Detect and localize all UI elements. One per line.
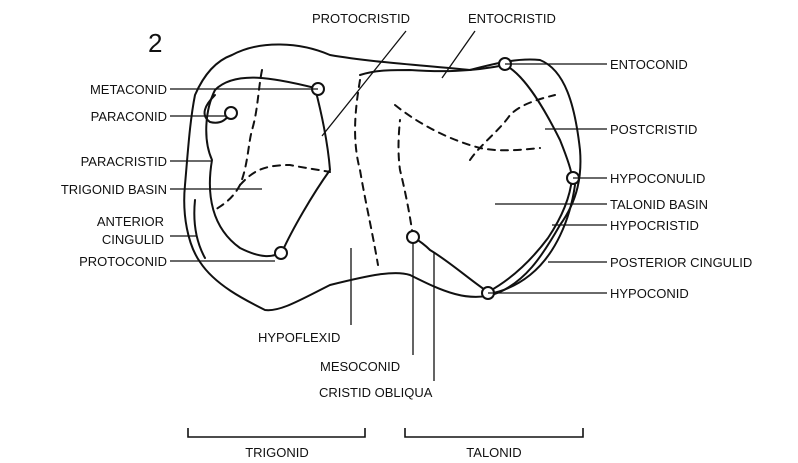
mesoconid-dashed bbox=[399, 120, 414, 237]
label-talonid-basin: TALONID BASIN bbox=[610, 197, 708, 212]
talonid-bracket bbox=[405, 428, 583, 437]
label-paracristid: PARACRISTID bbox=[81, 154, 167, 169]
entocristid-dashed bbox=[355, 80, 378, 265]
label-cristid-obliqua: CRISTID OBLIQUA bbox=[319, 385, 433, 400]
label-posterior-cingulid: POSTERIOR CINGULID bbox=[610, 255, 752, 270]
label-protoconid: PROTOCONID bbox=[79, 254, 167, 269]
talonid-basin-dashed bbox=[470, 95, 555, 160]
label-metaconid: METACONID bbox=[90, 82, 167, 97]
label-anterior: ANTERIOR bbox=[97, 214, 164, 229]
cristid-obliqua-dashed bbox=[395, 105, 540, 150]
label-hypoflexid: HYPOFLEXID bbox=[258, 330, 340, 345]
anterior-cingulid-line bbox=[194, 200, 205, 258]
label-hypoconid: HYPOCONID bbox=[610, 286, 689, 301]
label-hypocristid: HYPOCRISTID bbox=[610, 218, 699, 233]
label-trigonid-region: TRIGONID bbox=[245, 445, 309, 460]
trigonid-basin-dashed bbox=[240, 165, 330, 185]
label-cingulid: CINGULID bbox=[102, 232, 164, 247]
mesoconid-cusp bbox=[407, 231, 419, 243]
label-hypoconulid: HYPOCONULID bbox=[610, 171, 705, 186]
label-trigonid-basin: TRIGONID BASIN bbox=[61, 182, 167, 197]
figure-number: 2 bbox=[148, 28, 162, 58]
label-entocristid: ENTOCRISTID bbox=[468, 11, 556, 26]
label-talonid-region: TALONID bbox=[466, 445, 521, 460]
label-entoconid: ENTOCONID bbox=[610, 57, 688, 72]
paraconid-cusp bbox=[225, 107, 237, 119]
protocristid-leader bbox=[322, 31, 406, 136]
posterior-cingulid-line bbox=[488, 185, 575, 294]
label-mesoconid: MESOCONID bbox=[320, 359, 400, 374]
label-postcristid: POSTCRISTID bbox=[610, 122, 697, 137]
protoconid-cusp bbox=[275, 247, 287, 259]
trigonid-bracket bbox=[188, 428, 365, 437]
label-protocristid: PROTOCRISTID bbox=[312, 11, 410, 26]
trigonid-inner-outline bbox=[206, 78, 330, 256]
label-paraconid: PARACONID bbox=[91, 109, 167, 124]
